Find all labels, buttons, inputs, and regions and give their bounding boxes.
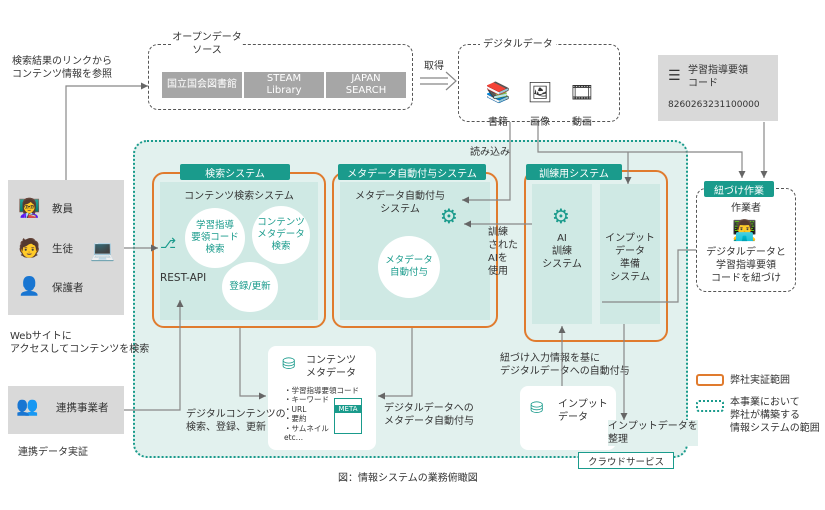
student-icon: 🧑 [18,238,41,259]
source-ndl: 国立国会図書館 [160,70,244,100]
meta-file-icon: META [334,398,362,434]
curriculum-code-box [658,55,778,121]
film-icon: 🎞 [569,80,595,104]
partner-note: 連携データ実証 [18,447,88,458]
legend-orange-swatch [696,374,724,386]
input-database-icon: ⛁ [530,398,544,417]
circle-metadata-auto: メタデータ 自動付与 [378,236,440,298]
metadata-system-subtitle: メタデータ自動付与 システム [355,191,445,215]
circle-metadata-search: コンテンツ メタデータ 検索 [252,206,310,264]
user-guardian: 保護者 [52,282,84,294]
list-icon: ☰ [668,68,681,84]
input-prep-label: インプット データ 準備 システム [605,233,655,283]
metadata-system-title: メタデータ自動付与システム [338,164,486,180]
linking-description: デジタルデータと 学習指導要領 コードを紐づけ [706,247,786,284]
rest-api-label: REST-API [160,272,207,284]
digital-item-books: 📚 書籍 [478,68,518,142]
source-japan-search: JAPAN SEARCH [324,70,408,100]
load-label: 読み込み [470,147,510,158]
image-icon: 🖼 [527,80,553,104]
open-data-title: オープンデータ ソース [172,31,242,57]
search-system-subtitle: コンテンツ検索システム [184,191,294,202]
input-prep-panel [600,184,660,324]
partner-box [8,386,124,434]
link-input-note: 紐づけ入力情報を基に デジタルデータへの自動付与 [500,352,630,378]
guardian-icon: 👤 [18,276,41,297]
content-metadata-fields: ・学習指導要領コード ・キーワード ・URL ・要約 ・サムネイル etc… [284,386,359,442]
curriculum-code-value: 8260263231100000 [668,100,760,110]
search-link-note: 検索結果のリンクから コンテンツ情報を参照 [12,56,112,80]
digital-data-title: デジタルデータ [480,38,556,51]
api-node-icon: ⎇ [160,236,177,252]
cloud-service-label: クラウドサービス [587,456,664,468]
trained-ai-note: 訓練 された AIを 使用 [488,227,518,277]
laptop-icon: 💻 [90,238,115,262]
input-data-label: インプット データ [558,399,608,423]
content-metadata-title: コンテンツ メタデータ [306,355,356,379]
org-chart-icon: 👥 [16,396,39,417]
linking-worker: 作業者 [731,203,761,214]
circle-curriculum-search: 学習指導 要領コード 検索 [185,208,245,268]
curriculum-code-title: 学習指導要領 コード [688,65,748,89]
digital-item-video: 🎞 動画 [562,68,602,142]
ai-training-label: AI 訓練 システム [542,233,582,270]
partner-label: 連携事業者 [56,402,109,414]
acquire-label: 取得 [424,61,444,72]
digital-item-image: 🖼 画像 [520,68,560,142]
cloud-service-tag: クラウドサービス [578,452,674,469]
user-teacher: 教員 [52,203,73,215]
users-box [8,180,124,315]
figure-caption: 図：情報システムの業務俯瞰図 [338,473,478,484]
input-data-box [520,386,616,450]
input-organize-note: インプットデータを 整理 [608,420,698,446]
legend-teal-swatch [696,400,724,412]
digital-meta-note: デジタルデータへの メタデータ自動付与 [384,403,474,427]
teacher-icon: 👩‍🏫 [18,198,41,219]
legend-teal-label: 本事業において 弊社が構築する 情報システムの範囲 [730,397,820,434]
digital-contents-note: デジタルコンテンツの 検索、登録、更新 [186,409,286,433]
ai-chip-icon: ⚙ [440,204,458,228]
legend-orange-label: 弊社実証範囲 [730,375,790,386]
ai-training-chip-icon: ⚙ [552,204,570,228]
ai-training-panel [532,184,592,324]
books-icon: 📚 [485,80,511,104]
linking-work-box [696,188,796,292]
circle-register-update: 登録/更新 [222,262,278,312]
worker-icon: 👨‍💻 [732,218,757,242]
digital-data-box [458,44,620,122]
training-system-title: 訓練用システム [526,164,622,180]
linking-work-title: 紐づけ作業 [704,181,774,197]
database-icon: ⛁ [282,354,296,373]
user-student: 生徒 [52,243,73,255]
search-system-title: 検索システム [180,164,290,180]
web-access-note: Webサイトに アクセスしてコンテンツを検索 [10,331,150,355]
